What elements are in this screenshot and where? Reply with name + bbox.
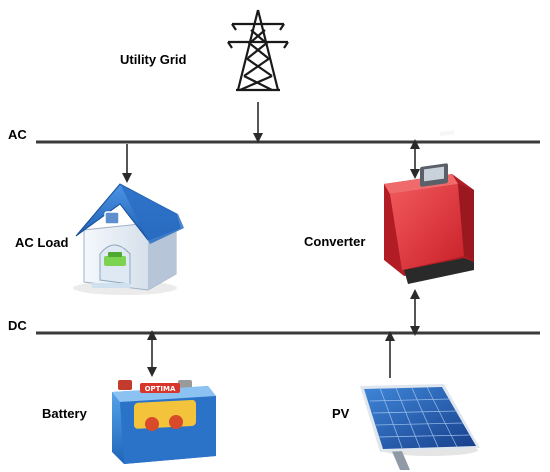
solar-panel-icon <box>360 384 480 470</box>
pv-label: PV <box>332 406 350 421</box>
transmission-tower-icon <box>227 9 289 92</box>
utility-grid-label: Utility Grid <box>120 52 187 67</box>
ac-load-label: AC Load <box>15 235 69 250</box>
ac-bus-label: AC <box>8 127 27 142</box>
converter-label: Converter <box>304 234 366 249</box>
battery-label: Battery <box>42 406 87 421</box>
inverter-icon <box>384 130 474 284</box>
battery-icon: OPTIMA <box>112 380 216 464</box>
battery-brand-text: OPTIMA <box>145 385 176 393</box>
house-icon <box>73 183 184 295</box>
dc-bus-label: DC <box>8 318 27 333</box>
